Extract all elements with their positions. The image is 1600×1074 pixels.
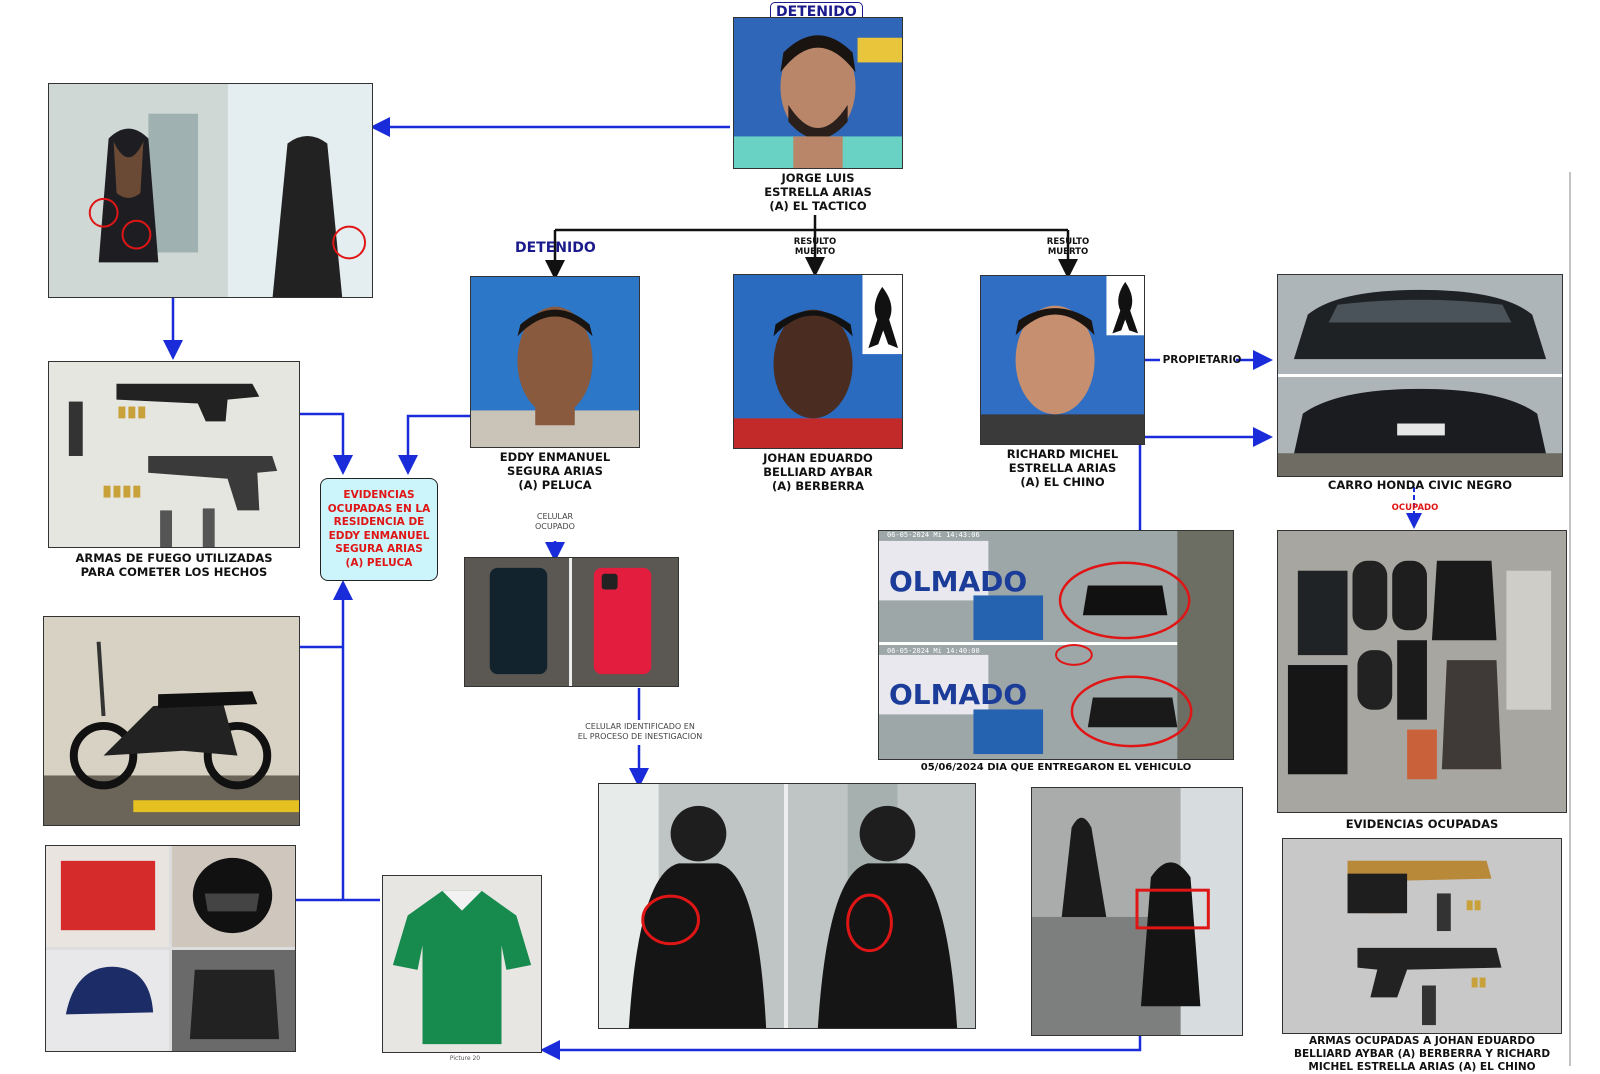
seized-evidence-photo [1277,530,1567,813]
cam-timestamp-1: 06-05-2024 Mi 14:43:06 [887,531,980,539]
top-status-badge: DETENIDO [770,2,863,22]
shirt-caption: Picture 20 [449,1055,481,1062]
smartphone-icon [593,567,652,675]
name-el-chino: RICHARD MICHEL ESTRELLA ARIAS (A) EL CHI… [1006,447,1119,489]
store-sign-1: OLMADO [889,565,1028,598]
arrow-chino-to-car [1138,427,1273,530]
seized-weapons-caption: ARMAS OCUPADAS A JOHAN EDUARDO BELLIARD … [1293,1035,1551,1073]
ocupado-label: OCUPADO [1391,503,1439,513]
weapons-used-caption: ARMAS DE FUEGO UTILIZADAS PARA COMETER L… [75,551,273,579]
name-el-tactico: JORGE LUIS ESTRELLA ARIAS (A) EL TACTICO [764,171,872,213]
black-ribbon-icon [1112,281,1139,334]
weapons-used-photo [48,361,300,548]
evidence-box: EVIDENCIAS OCUPADAS EN LA RESIDENCIA DE … [320,478,438,581]
items-photo [45,845,296,1052]
arrow-cctv-to-shirt [540,1036,1142,1060]
berberra-status: RESULTO MUERTO [793,237,837,257]
mugshot-el-tactico [733,17,903,169]
chino-status: RESULTO MUERTO [1046,237,1090,257]
mugshot-berberra [733,274,903,449]
motorcycle-photo [43,616,300,826]
vehicle-delivery-cctv: OLMADO OLMADO 06-05-2024 Mi 14:43:06 06-… [878,530,1234,760]
arrow-peluca-to-evidence [398,414,470,475]
pistol-icon [116,383,260,422]
phones-photo [464,557,679,687]
green-shirt-photo [382,875,542,1053]
arrow-weapons-to-evidence [300,412,353,475]
pistol-icon [148,455,278,511]
evidence-box-text: EVIDENCIAS OCUPADAS EN LA RESIDENCIA DE … [327,489,431,569]
smartphone-icon [489,567,548,675]
propietario-label: PROPIETARIO [1162,354,1242,366]
store-sign-2: OLMADO [889,678,1028,711]
mugshot-peluca [470,276,640,448]
robbery-cctv-photo [48,83,373,298]
name-peluca: EDDY ENMANUEL SEGURA ARIAS (A) PELUCA [499,450,611,492]
black-ribbon-icon [868,286,899,349]
hands-cctv-photo [598,783,976,1029]
celular-ocupado-label: CELULAR OCUPADO [535,512,575,531]
mugshot-el-chino [980,275,1145,445]
cam-timestamp-2: 06-05-2024 Mi 14:40:00 [887,647,980,655]
pistol-icon [1357,947,1502,998]
car-caption: CARRO HONDA CIVIC NEGRO [1327,478,1513,492]
honda-civic-photo [1277,274,1563,477]
celular-identificado-label: CELULAR IDENTIFICADO EN EL PROCESO DE IN… [577,722,703,741]
seized-weapons-photo [1282,838,1562,1034]
name-berberra: JOHAN EDUARDO BELLIARD AYBAR (A) BERBERR… [763,451,873,493]
evidencias-ocupadas-caption: EVIDENCIAS OCUPADAS [1345,817,1499,831]
walking-cctv-photo [1031,787,1243,1036]
vehicle-date-caption: 05/06/2024 DIA QUE ENTREGARON EL VEHICUL… [920,762,1192,773]
peluca-status-badge: DETENIDO [515,240,596,256]
